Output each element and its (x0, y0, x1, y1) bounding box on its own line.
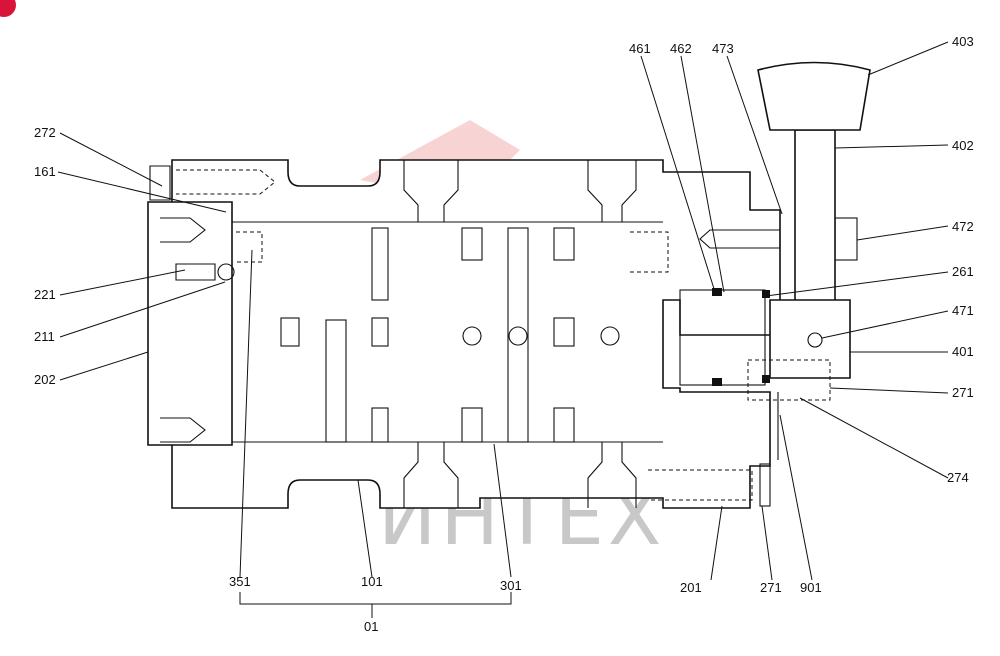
label-271-bottom: 271 (760, 580, 782, 595)
part-labels: 272 161 221 211 202 351 101 301 01 461 4… (34, 34, 974, 634)
label-461: 461 (629, 41, 651, 56)
label-462: 462 (670, 41, 692, 56)
label-351: 351 (229, 574, 251, 589)
label-403: 403 (952, 34, 974, 49)
label-161: 161 (34, 164, 56, 179)
label-271-right: 271 (952, 385, 974, 400)
label-301: 301 (500, 578, 522, 593)
label-202: 202 (34, 372, 56, 387)
label-221: 221 (34, 287, 56, 302)
label-472: 472 (952, 219, 974, 234)
label-471: 471 (952, 303, 974, 318)
label-274: 274 (947, 470, 969, 485)
label-901: 901 (800, 580, 822, 595)
main-valve-body (147, 61, 871, 509)
label-201: 201 (680, 580, 702, 595)
label-101: 101 (361, 574, 383, 589)
label-402: 402 (952, 138, 974, 153)
label-01: 01 (364, 619, 378, 634)
label-473: 473 (712, 41, 734, 56)
corner-badge (0, 0, 16, 17)
label-272: 272 (34, 125, 56, 140)
leader-lines (57, 41, 949, 618)
label-261: 261 (952, 264, 974, 279)
label-211: 211 (34, 329, 55, 344)
label-401: 401 (952, 344, 974, 359)
